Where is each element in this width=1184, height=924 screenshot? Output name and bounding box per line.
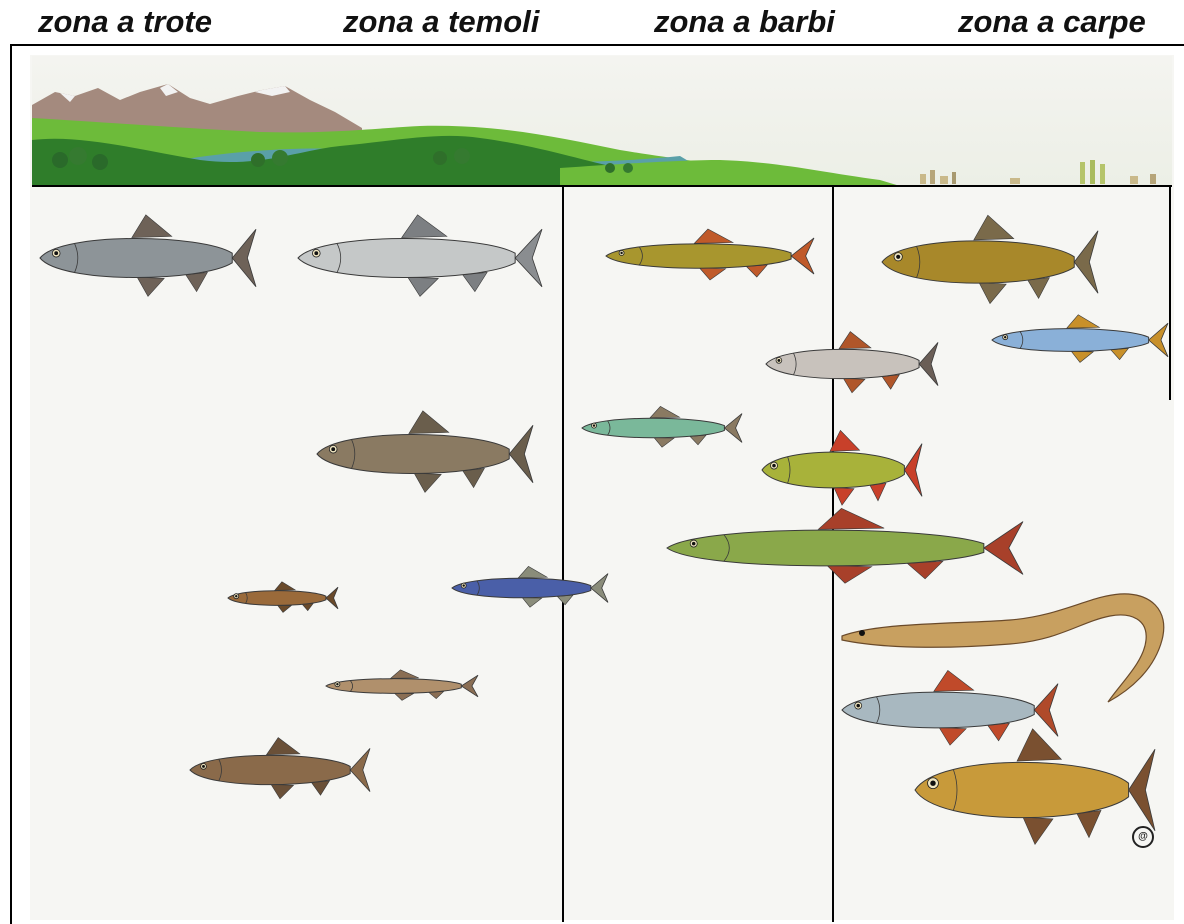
bullhead-icon <box>190 738 370 799</box>
landscape-strip <box>32 56 1172 186</box>
pike-icon <box>667 508 1023 583</box>
fish-layer <box>40 215 1168 845</box>
chub-icon <box>766 332 938 393</box>
spined-loach-icon <box>582 406 742 447</box>
roach-icon <box>842 670 1058 745</box>
brown-trout-icon <box>40 215 256 297</box>
stone-loach-icon <box>326 670 478 701</box>
eel-icon <box>842 594 1164 702</box>
barbel-icon <box>606 229 814 280</box>
rudd-icon <box>992 315 1168 363</box>
bleak-icon <box>452 566 608 607</box>
minnow-icon <box>228 582 338 613</box>
tench-icon <box>882 215 1098 303</box>
illustrator-monogram: @ <box>1132 826 1154 848</box>
perch-icon <box>762 430 922 505</box>
grayling-icon <box>298 215 542 297</box>
carp-icon <box>915 729 1155 845</box>
marble-trout-icon <box>317 411 533 493</box>
